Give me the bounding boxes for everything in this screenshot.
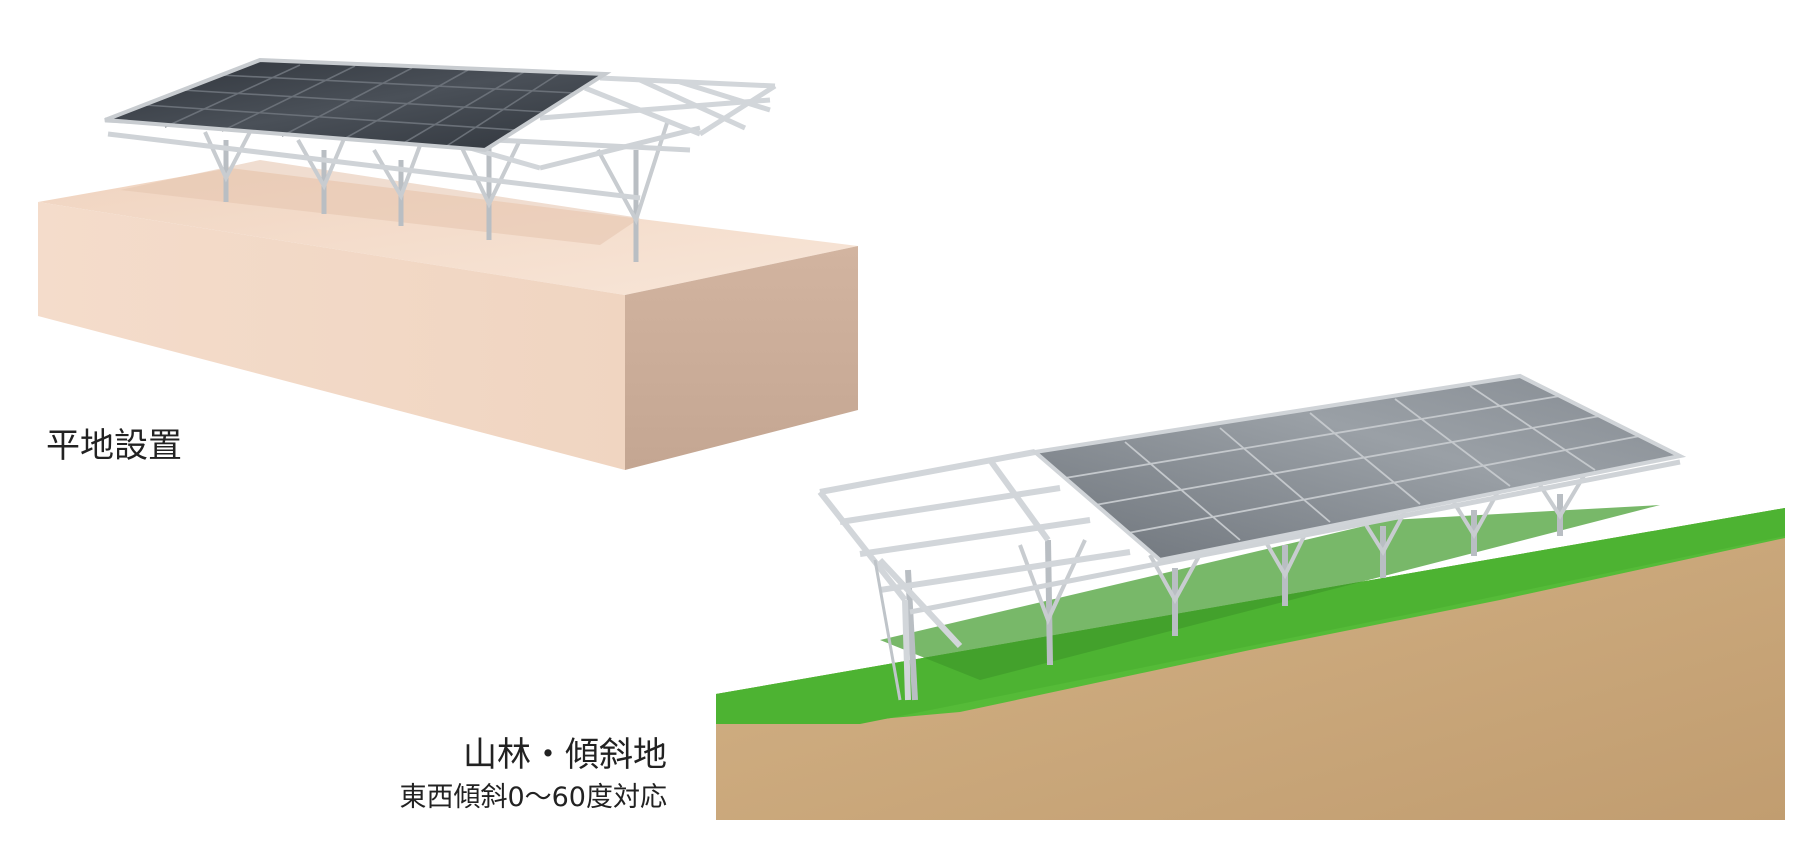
slope-installation-caption: 山林・傾斜地 東西傾斜0〜60度対応	[399, 732, 667, 818]
slope-installation-subtitle: 東西傾斜0〜60度対応	[399, 782, 667, 813]
flat-solar-array	[104, 57, 777, 262]
flat-installation-label: 平地設置	[46, 426, 182, 466]
slope-installation-title: 山林・傾斜地	[463, 735, 667, 775]
slope-solar-array	[817, 373, 1687, 701]
